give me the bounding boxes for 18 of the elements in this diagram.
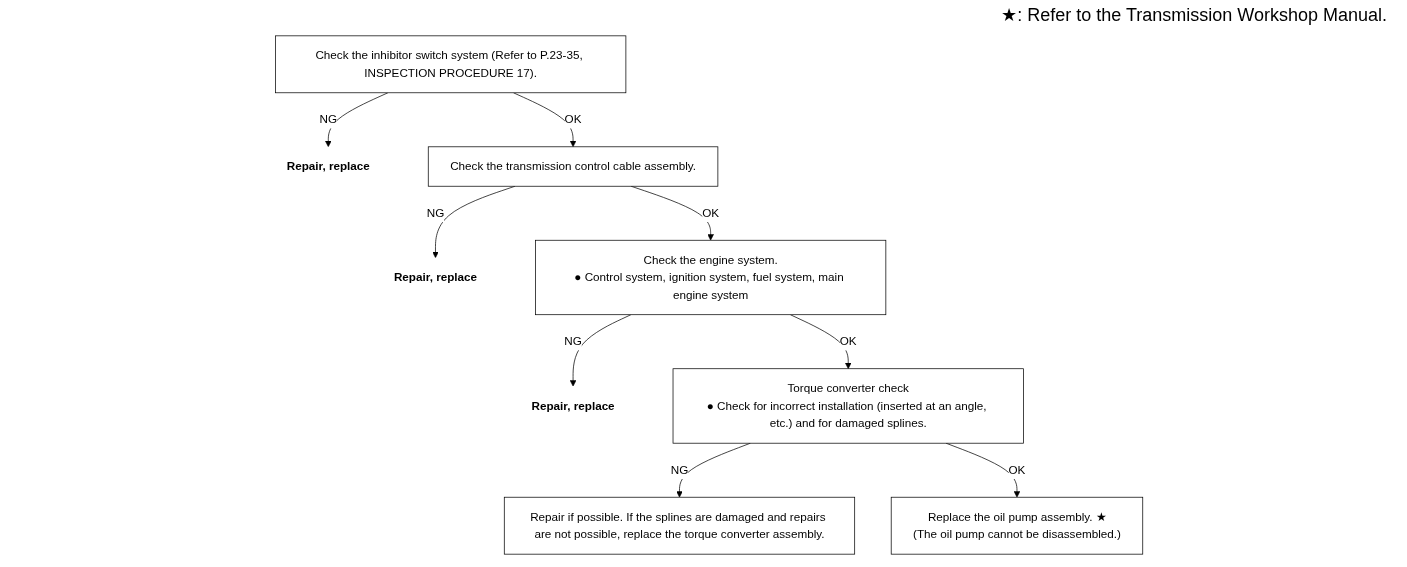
node-box: Replace the oil pump assembly. ★ (The oil pump cannot be disassembled.) — [890, 496, 1143, 555]
node-box: Torque converter check ● Check for incorrect installation (inserted at an angle, etc.) and for damaged splines. — [672, 368, 1024, 444]
footnote-text: ★: Refer to the Transmission Workshop Manual. — [1001, 4, 1387, 26]
edge-label: NG — [670, 463, 688, 477]
edge-label: NG — [564, 335, 582, 348]
edge-label: OK — [839, 335, 857, 348]
node-text: Repair, replace — [531, 399, 615, 412]
edge-label: OK — [564, 113, 582, 126]
edge-label: NG — [426, 206, 444, 220]
node-box: Check the inhibitor switch system (Refer to P.23-35, INSPECTION PROCEDURE 17). — [274, 35, 626, 94]
node-text: Repair, replace — [286, 159, 370, 173]
node-box: Check the engine system. ● Control system, ignition system, fuel system, main engine system — [534, 239, 886, 316]
node-box: Repair if possible. If the splines are damaged and repairs are not possible, replace the torque converter assembly. — [503, 496, 855, 555]
edge-label: OK — [1008, 463, 1026, 477]
edge-label: OK — [701, 206, 719, 220]
node-text: Repair, replace — [393, 270, 477, 284]
node-box: Check the transmission control cable assembly. — [427, 146, 718, 187]
edge-label: NG — [319, 113, 337, 126]
